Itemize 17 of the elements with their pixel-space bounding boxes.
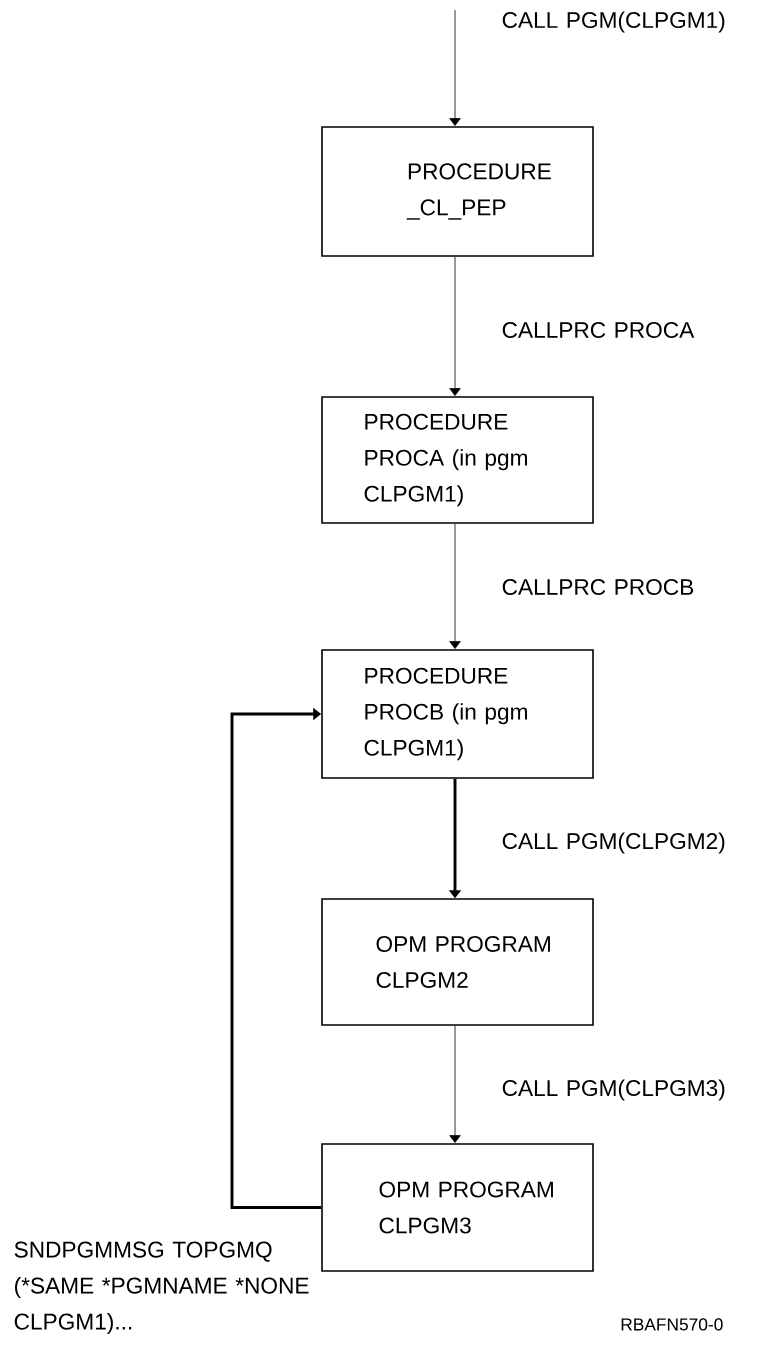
edge-label: CALL PGM(CLPGM2) bbox=[502, 832, 725, 854]
arrow bbox=[449, 9, 461, 126]
edge-label: CALL PGM(CLPGM3) bbox=[502, 1079, 725, 1101]
arrow bbox=[449, 523, 461, 649]
arrow bbox=[230, 707, 322, 1209]
arrow bbox=[449, 1025, 461, 1143]
edge-label: SNDPGMMSG TOPGMQ (*SAME *PGMNAME *NONE CLPGM1)... bbox=[14, 1241, 309, 1335]
process-box: PROCEDURE PROCA (in pgm CLPGM1) bbox=[321, 396, 594, 524]
edge-label: CALLPRC PROCA bbox=[502, 322, 695, 339]
arrow bbox=[449, 256, 461, 396]
figure-id: RBAFN570-0 bbox=[621, 1318, 723, 1331]
process-box: PROCEDURE _CL_PEP bbox=[321, 126, 594, 257]
process-box: OPM PROGRAM CLPGM2 bbox=[321, 898, 594, 1026]
process-box: OPM PROGRAM CLPGM3 bbox=[321, 1143, 594, 1272]
edge-label: CALL PGM(CLPGM1) bbox=[502, 11, 725, 33]
process-box: PROCEDURE PROCB (in pgm CLPGM1) bbox=[321, 649, 594, 779]
edge-label: CALLPRC PROCB bbox=[502, 579, 694, 596]
